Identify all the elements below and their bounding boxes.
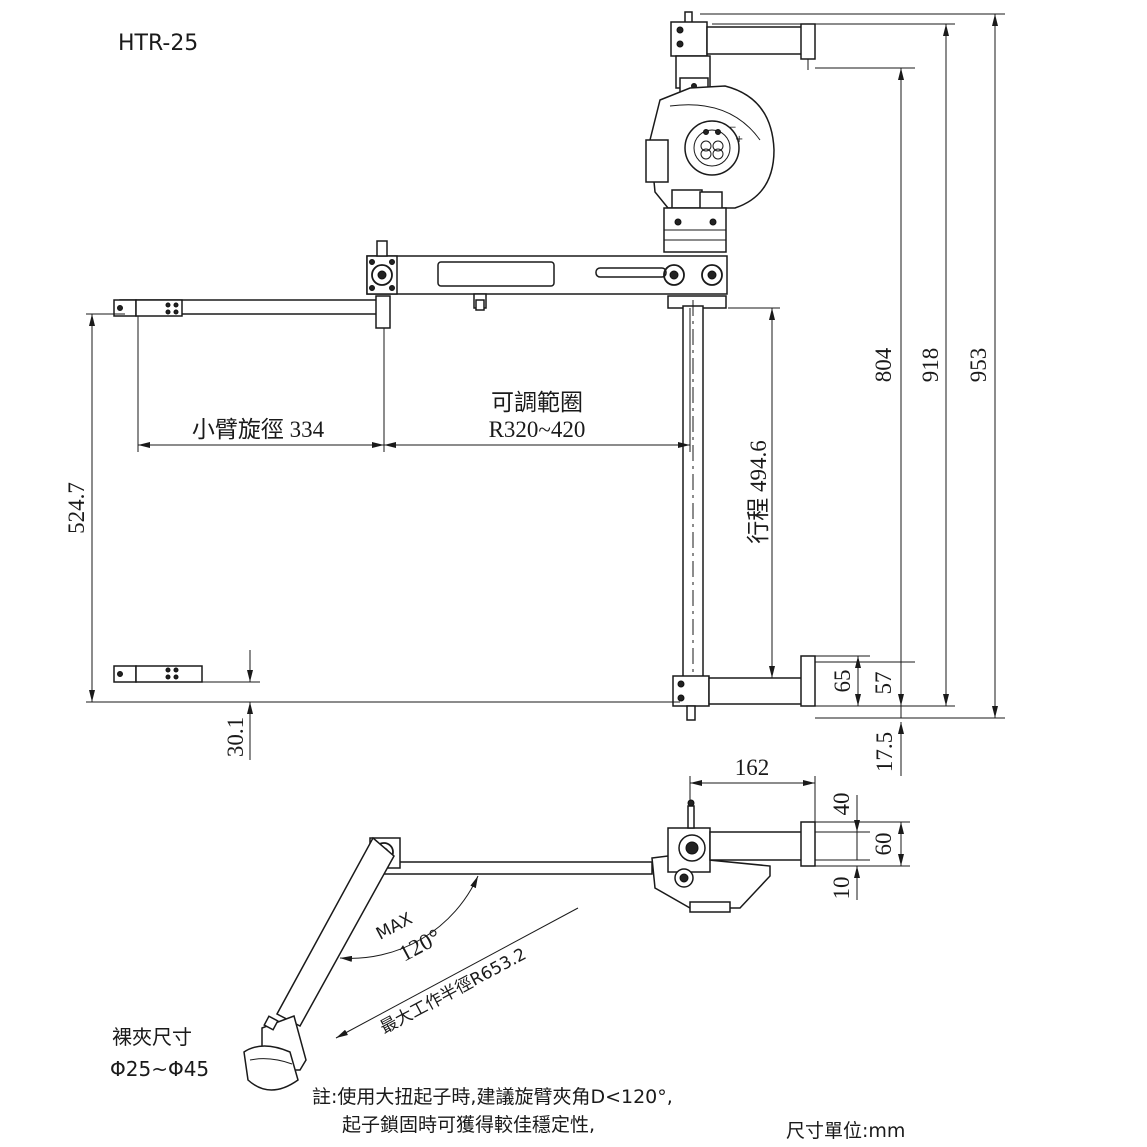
dim-stroke: 行程 494.6 bbox=[746, 440, 771, 544]
dim-953: 953 bbox=[966, 348, 991, 383]
dim-524-7: 524.7 bbox=[64, 482, 89, 534]
dim-57: 57 bbox=[871, 672, 896, 695]
side-view: + − bbox=[113, 11, 816, 721]
side-dimensions: 小臂旋徑 334 可調範圈 R320~420 524.7 30.1 行程 494… bbox=[64, 13, 1005, 776]
dim-17-5: 17.5 bbox=[872, 732, 897, 772]
top-dimensions: 162 40 60 10 MAX 120° 最大工作半徑R653.2 bbox=[335, 755, 910, 1039]
bottom-mount-arm bbox=[672, 655, 816, 721]
dim-918: 918 bbox=[918, 348, 943, 383]
unit-label: 尺寸單位:mm bbox=[786, 1120, 905, 1142]
work-radius-label: 最大工作半徑R653.2 bbox=[377, 944, 530, 1038]
clamp-title: 裸夾尺寸 bbox=[112, 1025, 192, 1049]
model-title: HTR-25 bbox=[118, 31, 198, 56]
dim-162: 162 bbox=[735, 755, 770, 780]
adjustable-title: 可調範圈 bbox=[491, 390, 583, 415]
dim-40: 40 bbox=[829, 793, 854, 816]
svg-text:−: − bbox=[729, 123, 737, 133]
top-mount-arm bbox=[670, 11, 816, 70]
column-joint bbox=[663, 207, 727, 309]
dim-804: 804 bbox=[871, 347, 896, 382]
lower-clamp bbox=[113, 665, 203, 683]
dim-65: 65 bbox=[830, 670, 855, 693]
forearm-radius-label: 小臂旋徑 334 bbox=[192, 417, 325, 442]
forearm-upper bbox=[113, 295, 391, 329]
dim-30-1: 30.1 bbox=[223, 717, 248, 757]
balancer-housing: + − bbox=[645, 55, 775, 211]
dim-10: 10 bbox=[829, 877, 854, 900]
top-view bbox=[243, 799, 816, 1091]
dim-60: 60 bbox=[871, 833, 896, 856]
adjustable-range-label: R320~420 bbox=[489, 417, 586, 442]
note-line-2: 起子鎖固時可獲得較佳穩定性, bbox=[342, 1114, 595, 1136]
note-line-1: 註:使用大扭起子時,建議旋臂夾角D<120°, bbox=[312, 1086, 673, 1108]
vertical-column bbox=[682, 300, 704, 700]
clamp-range: Φ25~Φ45 bbox=[110, 1057, 209, 1081]
svg-text:+: + bbox=[735, 134, 743, 145]
main-arm bbox=[366, 240, 728, 311]
forearm-rotated bbox=[243, 836, 395, 1091]
